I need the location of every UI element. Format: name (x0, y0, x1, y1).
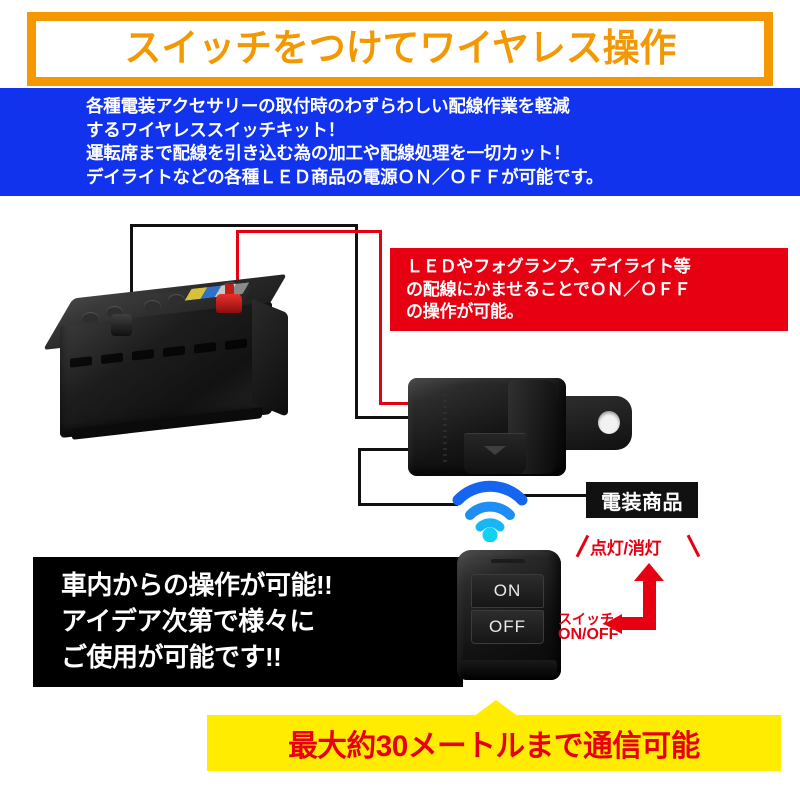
yellow-banner-notch-icon (473, 700, 519, 717)
usage-banner-line-2: アイデア次第で様々に (61, 606, 315, 636)
car-battery (43, 270, 292, 440)
wire-negative-vertical-right (355, 224, 358, 419)
remote-on-button[interactable]: ON (471, 574, 544, 608)
wire-output-vertical-left (358, 448, 361, 506)
page-title: スイッチをつけてワイヤレス操作 (124, 28, 676, 70)
wire-positive-vertical-right (379, 230, 382, 405)
range-banner: 最大約30メートルまで通信可能 (207, 715, 781, 771)
device-label-box: 電装商品 (586, 482, 698, 518)
intro-description-panel: 各種電装アクセサリーの取付時のわずらわしい配線作業を軽減 するワイヤレススイッチ… (0, 88, 800, 196)
usage-banner: 車内からの操作が可能!! アイデア次第で様々に ご使用が可能です!! (33, 557, 463, 687)
relay-mounting-hole (598, 411, 620, 434)
range-banner-text: 最大約30メートルまで通信可能 (288, 730, 700, 763)
wire-output-horizontal-bottom (358, 503, 458, 506)
battery-negative-terminal (111, 314, 132, 336)
wiring-diagram (0, 196, 800, 800)
intro-line-1: 各種電装アクセサリーの取付時のわずらわしい配線作業を軽減 (86, 96, 570, 116)
remote-off-button[interactable]: OFF (471, 610, 544, 644)
relay-mounting-bracket (558, 396, 632, 450)
wire-negative-horizontal-bottom (355, 416, 435, 419)
battery-cap-1 (82, 312, 99, 324)
red-callout-line-2: の配線にかませることでＯＮ／ＯＦＦ (406, 279, 691, 299)
relay-texture-ridges (443, 394, 447, 462)
relay-antenna-marking-icon (484, 446, 506, 455)
switch-annotation-line-2: ON/OFF (558, 626, 619, 643)
wireless-signal-icon (452, 480, 528, 542)
battery-cap-3 (144, 300, 161, 312)
intro-line-2: するワイヤレススイッチキット！ (86, 119, 345, 140)
wireless-remote-control: ON OFF (457, 550, 561, 686)
lamp-state-annotation: 点灯/消灯 (590, 539, 662, 558)
battery-case-side (252, 298, 288, 418)
battery-positive-terminal (216, 294, 242, 313)
switch-annotation: スイッチ ON/OFF (558, 611, 618, 643)
wire-positive-vertical-left (236, 230, 239, 290)
intro-line-3: 運転席まで配線を引き込む為の加工や配線処理を一切カット！ (86, 143, 571, 163)
red-callout-line-1: ＬＥＤやフォグランプ、デイライト等 (406, 257, 691, 276)
wire-output-to-device (520, 494, 588, 497)
flow-arrow-left-head-icon (604, 614, 622, 634)
red-callout-line-3: の操作が可能。 (406, 302, 524, 321)
wireless-relay-module (408, 378, 640, 486)
flow-arrow-up-head-icon (634, 563, 664, 581)
wire-positive-horizontal-top (236, 230, 382, 233)
wire-negative-vertical-left (130, 224, 133, 306)
header-title-box: スイッチをつけてワイヤレス操作 (27, 12, 773, 86)
switch-annotation-line-1: スイッチ (558, 611, 614, 627)
wire-negative-horizontal-top (130, 224, 358, 227)
battery-positive-terminal-neck (225, 284, 234, 298)
usage-banner-line-3: ご使用が可能です!! (61, 642, 282, 672)
intro-line-4: デイライトなどの各種ＬＥＤ商品の電源ＯＮ／ＯＦＦが可能です。 (86, 166, 604, 187)
remote-led-slot (491, 559, 525, 563)
red-callout-panel: ＬＥＤやフォグランプ、デイライト等 の配線にかませることでＯＮ／ＯＦＦ の操作が… (390, 248, 788, 331)
wire-output-horizontal-top (358, 448, 442, 451)
device-label-text: 電装商品 (601, 491, 683, 514)
usage-banner-line-1: 車内からの操作が可能!! (61, 570, 333, 600)
remote-base (461, 660, 557, 680)
battery-cap-4 (168, 294, 185, 306)
flow-arrow-horizontal-stem (620, 617, 656, 630)
